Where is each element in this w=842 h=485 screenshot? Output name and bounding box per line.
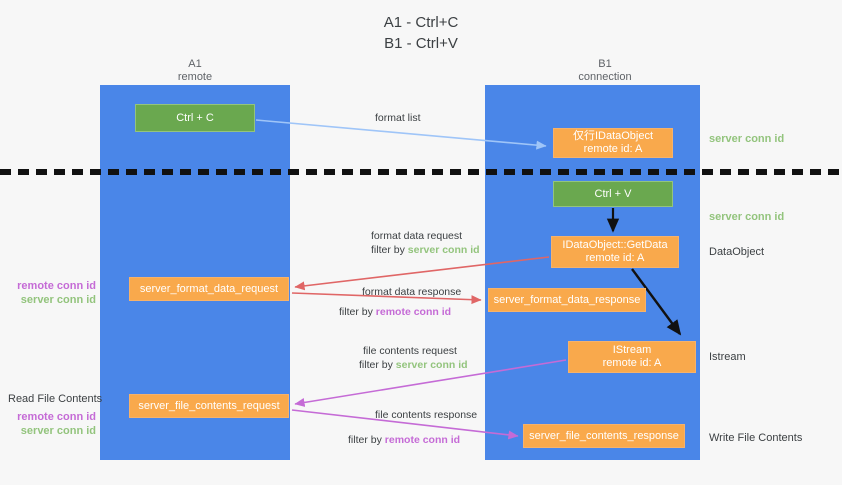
left-label-remote-conn-id-1: remote conn id xyxy=(17,280,96,292)
annotation-format-list: format list xyxy=(375,112,421,124)
left-label-server-conn-id-1: server conn id xyxy=(20,294,96,306)
box-idataobject-line2: remote id: A xyxy=(583,143,643,155)
annotation-format-data-request: format data request xyxy=(371,230,463,242)
right-label-write-file-contents: Write File Contents xyxy=(709,432,803,444)
box-server-file-contents-request[interactable]: server_file_contents_request xyxy=(129,394,289,418)
right-label-server-conn-id-1: server conn id xyxy=(709,133,785,145)
lane-header-b1-name: B1 xyxy=(598,58,612,70)
annotation-file-contents-request-filter: filter by server conn id xyxy=(359,358,468,372)
annotation-file-contents-response-filter: filter by remote conn id xyxy=(348,433,460,447)
left-label-server-conn-id-2: server conn id xyxy=(20,425,96,437)
box-getdata-line1: IDataObject::GetData xyxy=(562,239,668,251)
page-title: A1 - Ctrl+C B1 - Ctrl+V xyxy=(0,12,842,54)
box-idataobject-getdata[interactable]: IDataObject::GetData remote id: A xyxy=(551,236,679,268)
annotation-fcreq-filter-value: server conn id xyxy=(395,359,468,371)
box-ctrl-v[interactable]: Ctrl + V xyxy=(553,181,673,207)
box-server-format-data-request[interactable]: server_format_data_request xyxy=(129,277,289,301)
box-ctrl-c[interactable]: Ctrl + C xyxy=(135,104,255,132)
lane-header-a1-role: remote xyxy=(177,71,213,83)
annotation-fcres-filter-prefix: filter by xyxy=(348,434,385,446)
box-ctrl-c-label: Ctrl + C xyxy=(176,111,214,124)
left-label-remote-conn-id-2: remote conn id xyxy=(17,411,96,423)
right-label-dataobject: DataObject xyxy=(709,246,765,258)
annotation-file-contents-request: file contents request xyxy=(363,345,457,357)
lane-header-a1: A1 remote xyxy=(130,58,260,84)
box-istream[interactable]: IStream remote id: A xyxy=(568,341,696,373)
box-getdata-line2: remote id: A xyxy=(585,252,645,264)
lane-header-b1: B1 connection xyxy=(525,58,685,84)
box-server-format-data-response-label: server_format_data_response xyxy=(493,293,641,306)
left-label-conn-ids-1: remote conn id server conn id xyxy=(8,279,96,307)
box-idataobject[interactable]: 仅行IDataObject remote id: A xyxy=(553,128,673,158)
right-label-istream: Istream xyxy=(709,351,746,363)
annotation-fcres-filter-value: remote conn id xyxy=(384,434,461,446)
annotation-format-data-response: format data response xyxy=(362,286,462,298)
box-ctrl-v-label: Ctrl + V xyxy=(594,187,632,200)
box-server-format-data-response[interactable]: server_format_data_response xyxy=(488,288,646,312)
annotation-fdreq-filter-prefix: filter by xyxy=(371,244,408,256)
box-istream-line1: IStream xyxy=(612,344,652,356)
annotation-format-data-request-filter: filter by server conn id xyxy=(371,243,480,257)
right-label-server-conn-id-2: server conn id xyxy=(709,211,785,223)
annotation-format-data-response-filter: filter by remote conn id xyxy=(339,305,451,319)
annotation-fdres-filter-value: remote conn id xyxy=(375,306,452,318)
annotation-fcreq-filter-prefix: filter by xyxy=(359,359,396,371)
annotation-fdres-filter-prefix: filter by xyxy=(339,306,376,318)
box-server-format-data-request-label: server_format_data_request xyxy=(139,282,279,295)
annotation-fdreq-filter-value: server conn id xyxy=(407,244,480,256)
left-label-conn-ids-2: remote conn id server conn id xyxy=(8,410,96,438)
box-server-file-contents-response[interactable]: server_file_contents_response xyxy=(523,424,685,448)
box-istream-line2: remote id: A xyxy=(602,357,662,369)
left-label-read-file-contents: Read File Contents xyxy=(8,393,103,405)
box-idataobject-line1: 仅行IDataObject xyxy=(572,130,654,142)
title-line-2: B1 - Ctrl+V xyxy=(384,35,458,52)
title-line-1: A1 - Ctrl+C xyxy=(383,14,459,31)
lane-header-a1-name: A1 xyxy=(188,58,202,70)
box-server-file-contents-response-label: server_file_contents_response xyxy=(529,429,679,442)
box-server-file-contents-request-label: server_file_contents_request xyxy=(138,399,280,412)
lane-header-b1-role: connection xyxy=(578,71,632,83)
annotation-file-contents-response: file contents response xyxy=(375,409,478,421)
